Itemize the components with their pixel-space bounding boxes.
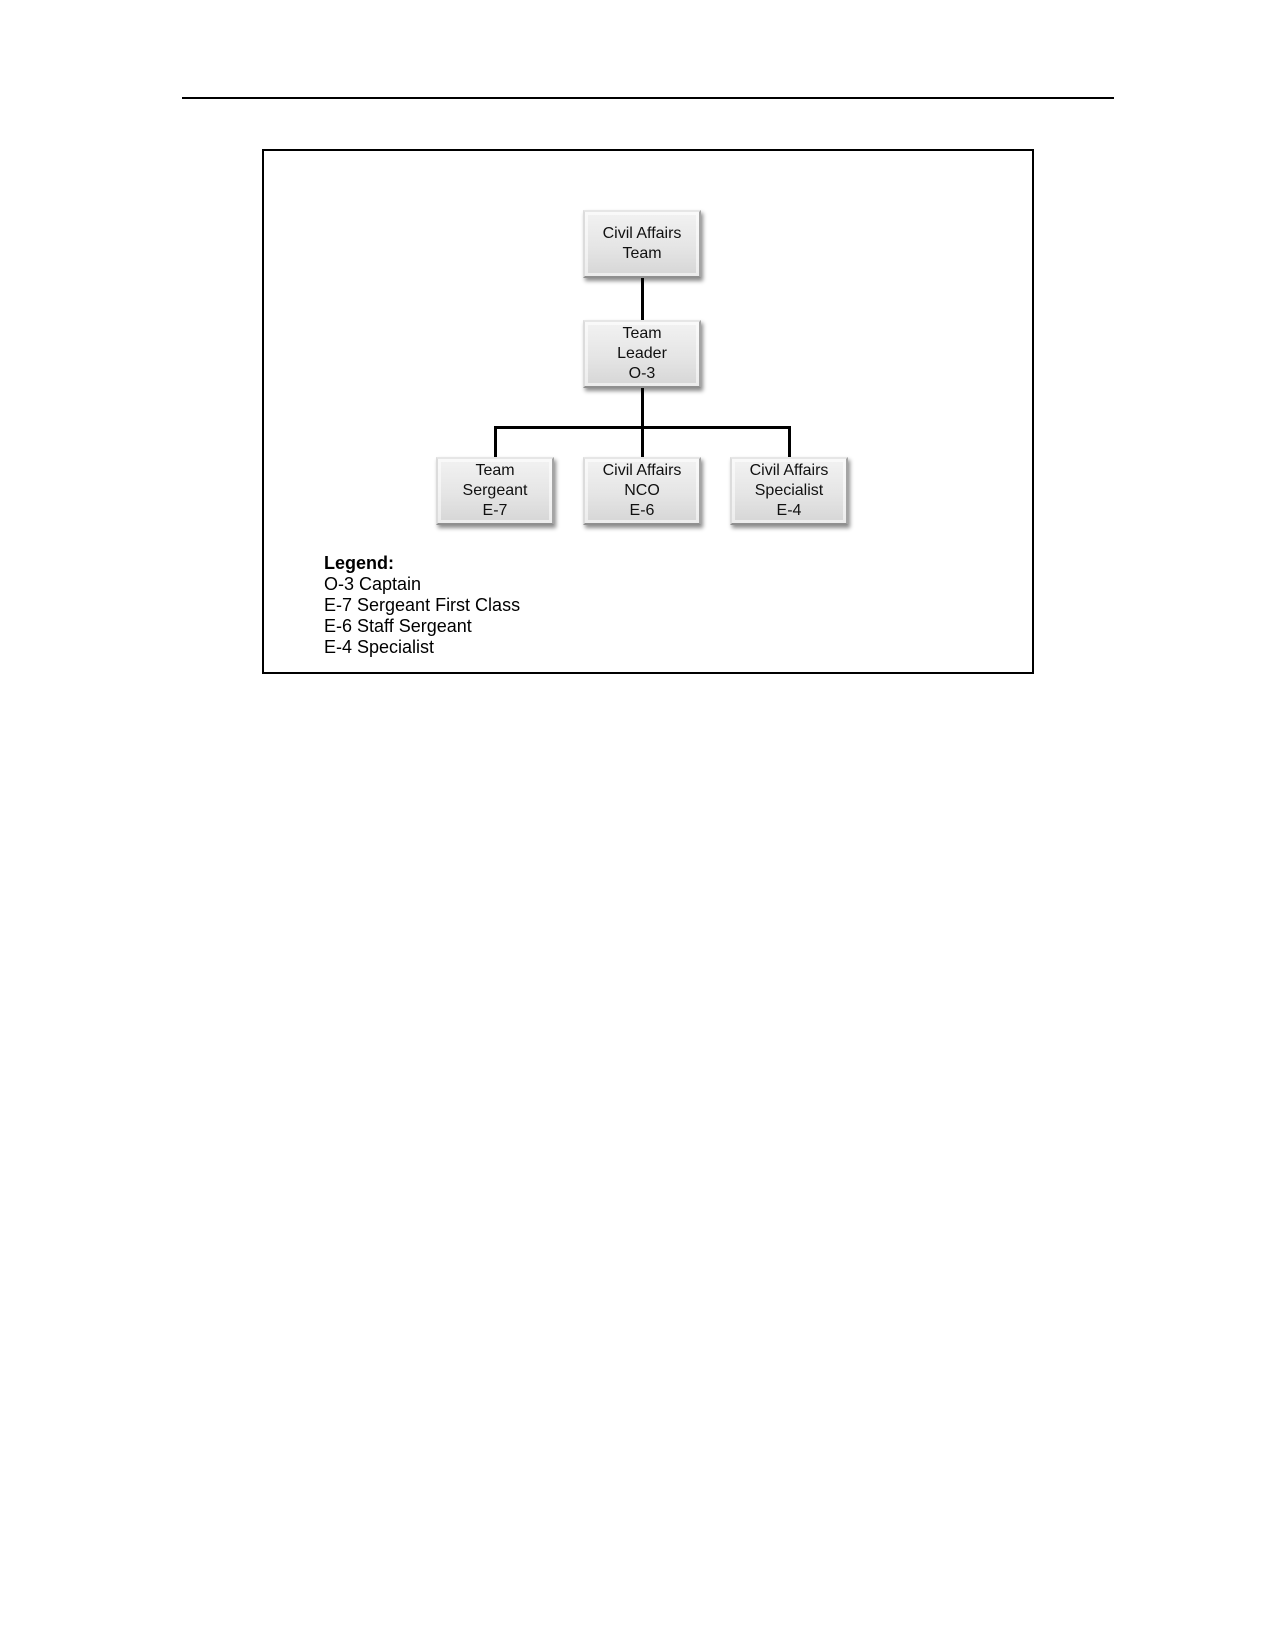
node-line: E-7 — [482, 502, 508, 519]
legend-item: O-3 Captain — [324, 574, 422, 594]
legend-title: Legend: — [324, 553, 394, 573]
node-line: Civil Affairs — [602, 225, 682, 242]
connector-leader-trunk — [641, 388, 644, 428]
node-line: Team — [622, 325, 662, 342]
node-line: Team — [622, 245, 662, 262]
node-civil-affairs-nco: Civil Affairs NCO E-6 — [583, 457, 701, 525]
node-line: Specialist — [754, 482, 824, 499]
legend-item: E-7 Sergeant First Class — [324, 595, 521, 615]
node-civil-affairs-specialist: Civil Affairs Specialist E-4 — [730, 457, 848, 525]
connector-root-leader — [641, 278, 644, 320]
legend-item: E-4 Specialist — [324, 637, 435, 657]
node-line: Sergeant — [462, 482, 528, 499]
node-line: Leader — [617, 345, 667, 362]
node-line: E-4 — [776, 502, 802, 519]
node-line: E-6 — [629, 502, 655, 519]
node-line: Civil Affairs — [749, 462, 829, 479]
header-rule — [182, 97, 1114, 99]
node-line: Team — [475, 462, 515, 479]
connector-to-sergeant — [494, 426, 497, 458]
node-line: O-3 — [628, 365, 656, 382]
node-civil-affairs-team: Civil Affairs Team — [583, 210, 701, 278]
connector-to-specialist — [788, 426, 791, 458]
node-line: NCO — [624, 482, 660, 499]
legend: Legend: O-3 Captain E-7 Sergeant First C… — [324, 553, 520, 658]
connector-to-nco — [641, 426, 644, 458]
figure-frame — [262, 149, 1034, 674]
node-team-sergeant: Team Sergeant E-7 — [436, 457, 554, 525]
legend-item: E-6 Staff Sergeant — [324, 616, 472, 636]
node-line: Civil Affairs — [602, 462, 682, 479]
node-team-leader: Team Leader O-3 — [583, 320, 701, 388]
